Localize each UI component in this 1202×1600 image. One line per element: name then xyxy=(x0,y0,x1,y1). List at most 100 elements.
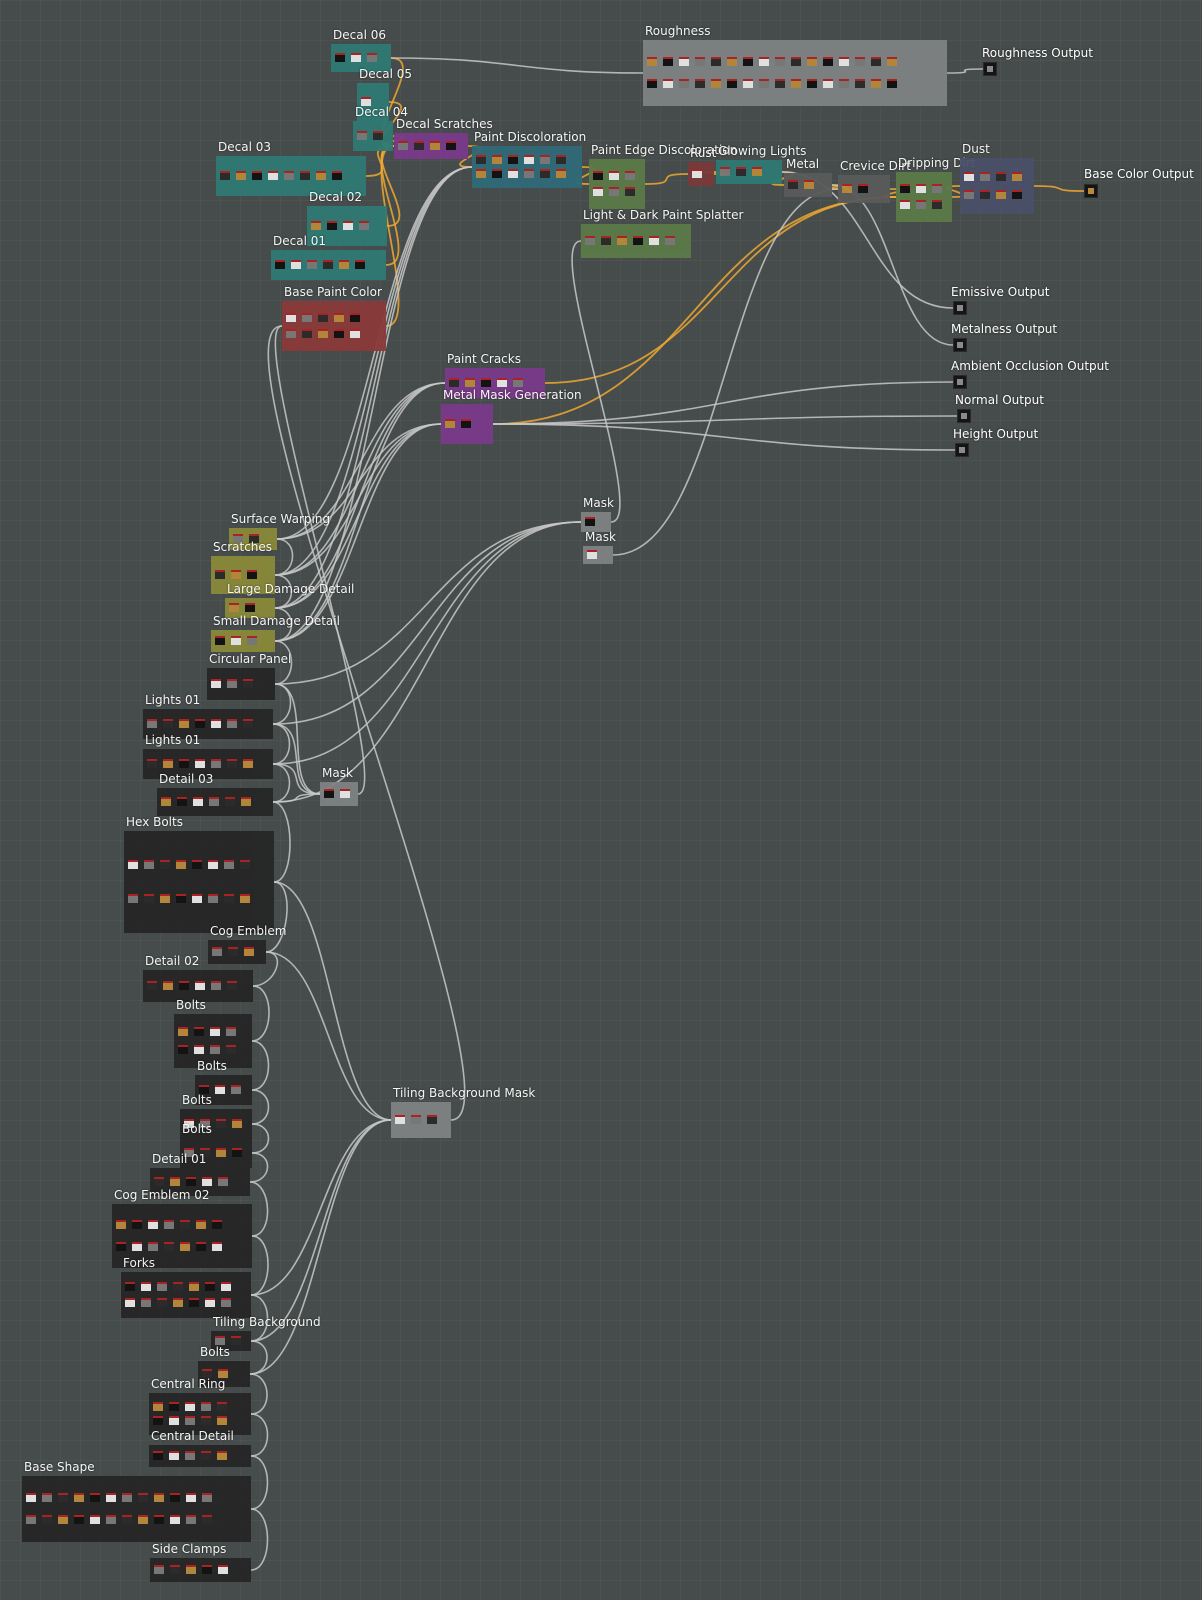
graph-node[interactable] xyxy=(170,1515,180,1524)
output-node-normal[interactable] xyxy=(957,409,971,423)
graph-node[interactable] xyxy=(195,719,205,728)
graph-node[interactable] xyxy=(964,190,974,200)
graph-node[interactable] xyxy=(227,759,237,768)
graph-node[interactable] xyxy=(430,141,440,150)
graph-node[interactable] xyxy=(141,1282,151,1292)
graph-node[interactable] xyxy=(243,719,253,728)
graph-node[interactable] xyxy=(189,1297,199,1307)
frame-basepaint[interactable]: Base Paint Color xyxy=(282,285,386,351)
graph-node[interactable] xyxy=(492,169,502,178)
graph-node[interactable] xyxy=(695,57,705,66)
graph-node[interactable] xyxy=(427,1115,437,1124)
graph-node[interactable] xyxy=(240,894,250,903)
graph-node[interactable] xyxy=(327,221,337,230)
graph-node[interactable] xyxy=(106,1515,116,1524)
graph-node[interactable] xyxy=(241,797,251,806)
graph-node[interactable] xyxy=(350,329,360,339)
graph-node[interactable] xyxy=(211,679,221,688)
frame-crevice[interactable]: Crevice Dirt xyxy=(838,159,911,203)
graph-node[interactable] xyxy=(170,1493,180,1502)
frame-mask-b[interactable]: Mask xyxy=(583,530,616,564)
graph-node[interactable] xyxy=(164,1220,174,1230)
graph-node[interactable] xyxy=(185,1416,195,1425)
graph-node[interactable] xyxy=(355,260,365,269)
graph-node[interactable] xyxy=(247,636,257,645)
graph-node[interactable] xyxy=(154,1493,164,1502)
graph-node[interactable] xyxy=(122,1515,132,1524)
graph-node[interactable] xyxy=(335,53,345,62)
output-node-metal[interactable] xyxy=(953,338,967,352)
frame-dust[interactable]: Dust xyxy=(960,142,1034,214)
graph-node[interactable] xyxy=(625,187,635,197)
graph-node[interactable] xyxy=(900,200,910,210)
frame-decal03[interactable]: Decal 03 xyxy=(216,140,366,196)
graph-node[interactable] xyxy=(243,759,253,768)
graph-node[interactable] xyxy=(225,797,235,806)
graph-node[interactable] xyxy=(210,1027,220,1036)
graph-node[interactable] xyxy=(74,1515,84,1524)
graph-node[interactable] xyxy=(601,236,611,245)
graph-node[interactable] xyxy=(177,797,187,806)
graph-node[interactable] xyxy=(759,79,769,88)
graph-node[interactable] xyxy=(220,171,230,180)
graph-node[interactable] xyxy=(585,517,595,526)
frame-bolts3[interactable]: Bolts xyxy=(180,1093,252,1139)
graph-node[interactable] xyxy=(481,378,491,387)
graph-node[interactable] xyxy=(497,378,507,387)
graph-node[interactable] xyxy=(556,169,566,178)
graph-node[interactable] xyxy=(144,894,154,903)
graph-node[interactable] xyxy=(221,1282,231,1292)
graph-node[interactable] xyxy=(823,79,833,88)
graph-node[interactable] xyxy=(58,1493,68,1502)
frame-scratches[interactable]: Scratches xyxy=(211,540,275,594)
graph-node[interactable] xyxy=(361,97,371,106)
graph-node[interactable] xyxy=(157,1297,167,1307)
graph-node[interactable] xyxy=(205,1297,215,1307)
frame-metalmask[interactable]: Metal Mask Generation xyxy=(441,388,582,444)
graph-node[interactable] xyxy=(334,312,344,322)
graph-node[interactable] xyxy=(153,1451,163,1460)
graph-node[interactable] xyxy=(186,1493,196,1502)
graph-node[interactable] xyxy=(176,894,186,903)
graph-node[interactable] xyxy=(163,719,173,728)
output-node-emis[interactable] xyxy=(953,301,967,315)
graph-node[interactable] xyxy=(148,1241,158,1251)
graph-node[interactable] xyxy=(185,1451,195,1460)
graph-node[interactable] xyxy=(231,1336,241,1345)
graph-node[interactable] xyxy=(324,789,334,798)
graph-node[interactable] xyxy=(449,378,459,387)
graph-node[interactable] xyxy=(759,57,769,66)
graph-node[interactable] xyxy=(286,329,296,339)
frame-centraldetail[interactable]: Central Detail xyxy=(149,1429,251,1467)
graph-node[interactable] xyxy=(216,1148,226,1157)
graph-node[interactable] xyxy=(192,894,202,903)
graph-node[interactable] xyxy=(147,981,157,990)
graph-node[interactable] xyxy=(125,1282,135,1292)
graph-node[interactable] xyxy=(855,79,865,88)
graph-node[interactable] xyxy=(307,260,317,269)
graph-node[interactable] xyxy=(227,981,237,990)
graph-node[interactable] xyxy=(90,1493,100,1502)
graph-node[interactable] xyxy=(476,169,486,178)
graph-node[interactable] xyxy=(215,636,225,645)
graph-node[interactable] xyxy=(169,1451,179,1460)
graph-node[interactable] xyxy=(871,57,881,66)
graph-node[interactable] xyxy=(211,759,221,768)
graph-node[interactable] xyxy=(414,141,424,150)
graph-node[interactable] xyxy=(804,180,814,189)
graph-node[interactable] xyxy=(236,171,246,180)
graph-node[interactable] xyxy=(202,1177,212,1186)
graph-node[interactable] xyxy=(593,187,603,197)
graph-node[interactable] xyxy=(147,719,157,728)
graph-node[interactable] xyxy=(980,171,990,181)
graph-node[interactable] xyxy=(302,329,312,339)
graph-node[interactable] xyxy=(186,1515,196,1524)
graph-node[interactable] xyxy=(160,860,170,869)
graph-node[interactable] xyxy=(178,1027,188,1036)
graph-node[interactable] xyxy=(609,170,619,180)
graph-node[interactable] xyxy=(649,236,659,245)
graph-node[interactable] xyxy=(284,171,294,180)
graph-node[interactable] xyxy=(233,534,243,543)
graph-node[interactable] xyxy=(218,1177,228,1186)
graph-node[interactable] xyxy=(221,1297,231,1307)
